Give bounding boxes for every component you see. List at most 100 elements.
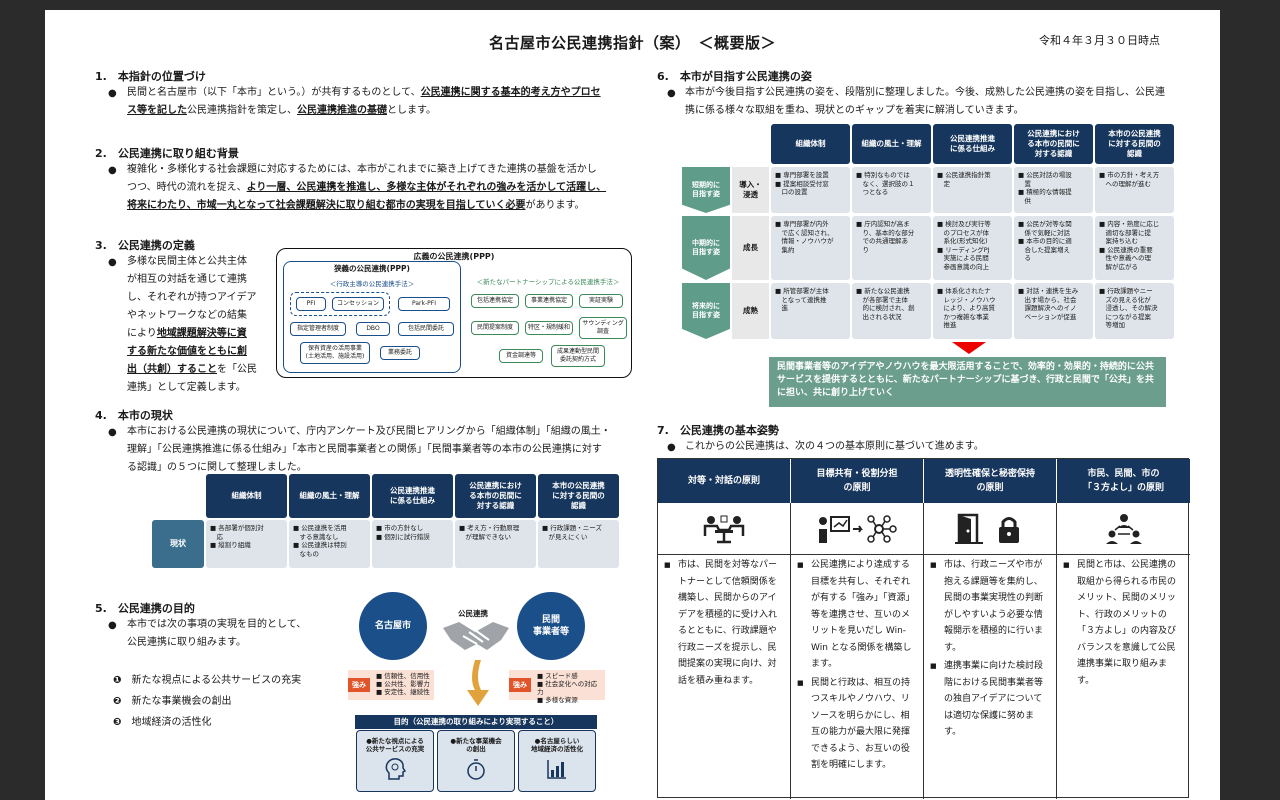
jisshou-pill: 実証実験 xyxy=(579,294,623,308)
vision-statement: 民間事業者等のアイデアやノウハウを最大限活用することで、効率的・効果的・持続的に… xyxy=(769,357,1166,407)
housetsu-pill: 包括民間委託 xyxy=(398,322,454,336)
section6-text: 本市が今後目指す公民連携の姿を、段階別に整理しました。今後、成熟した公民連携の姿… xyxy=(685,87,1165,116)
broad-ppp-title: 広義の公民連携(PPP) xyxy=(413,252,495,261)
vision-cell: ■ 市の方針・考え方 への理解が進む xyxy=(1095,167,1174,213)
hokatsu-pill: 包括連携協定 xyxy=(471,294,519,308)
principle-header: 対等・対話の原則 xyxy=(658,459,791,503)
bullet: ● xyxy=(108,620,117,631)
vision-cell: ■ 対話・連携を生み 出す場から、社会 課題解決へのイノ ベーションが促進 xyxy=(1014,283,1093,339)
park-pfi-pill: Park-PFI xyxy=(398,297,450,311)
stopwatch-icon xyxy=(467,759,485,780)
vision-cell: ■ 公民連携指針策 定 xyxy=(933,167,1012,213)
date-stamp: 令和４年３月３０日時点 xyxy=(1039,34,1160,47)
bullet: ● xyxy=(108,165,117,176)
principle-header: 市民、民間、市の 「３方よし」の原則 xyxy=(1057,459,1190,503)
section4-text: 本市における公民連携の現状について、庁内アンケート及び民間ヒアリングから「組織体… xyxy=(127,426,611,473)
shikin-pill: 資金調達等 xyxy=(499,349,543,363)
private-strength-box: ■ スピード感 ■ 社会変化への対応力 ■ 多様な資源 xyxy=(509,670,605,704)
goal-public-service: ●新たな視点による 公共サービスの充実 xyxy=(356,730,434,792)
vision-cell: ■ 庁内認知が高ま り、基本的な部分 での共通理解あ り xyxy=(852,216,931,280)
principle-body: 市は、民間を対等なパートナーとして信頼関係を構築し、民間からのアイデアを積極的に… xyxy=(658,555,791,799)
bullet: ● xyxy=(108,257,117,268)
down-arrow-icon xyxy=(467,660,489,706)
principle-icon-cell xyxy=(1057,503,1190,555)
status-column-header: 組織体制 xyxy=(206,474,287,518)
teian-pill: 民間提案制度 xyxy=(471,321,519,335)
vision-cell: ■ 公民が対等な関 係で気軽に対話 ■ 本市の目的に適 合した提案増え る xyxy=(1014,216,1093,280)
purpose-list: ❶ 新たな視点による公共サービスの充実 ❷ 新たな事業機会の創出 ❸ 地域経済の… xyxy=(113,675,302,728)
status-column-header: 本市の公民連携 に対する民間の 認識 xyxy=(538,474,619,518)
principle-item: 民間と市は、公民連携の取組から得られる市民のメリット、民間のメリット、行政のメリ… xyxy=(1063,557,1184,689)
status-cell: ■ 公民連携を活用 する意識なし ■ 公民連携は特別 なもの xyxy=(289,520,370,568)
goal-business-opportunity: ●新たな事業機会 の創出 xyxy=(437,730,515,792)
term-chevron: 将来的に 目指す姿 xyxy=(682,283,730,339)
dbo-pill: DBO xyxy=(356,322,390,336)
bullet: ● xyxy=(108,427,117,438)
nagoya-city-circle: 名古屋市 xyxy=(359,592,427,660)
three-people-icon xyxy=(1105,513,1142,544)
stage-label: 導入・ 浸透 xyxy=(732,167,769,213)
bar-chart-icon xyxy=(547,760,566,779)
principle-body: 市は、行政ニーズや市が抱える課題等を集約し、民間の事業実現性の判断がしやすいよう… xyxy=(924,555,1057,799)
page-title: 名古屋市公民連携指針（案） ＜概要版＞ xyxy=(488,34,776,52)
status-cell: ■ 各部署が個別対 応 ■ 縦割り組織 xyxy=(206,520,287,568)
principle-body: 公民連携により達成する目標を共有し、それぞれが有する「強み」「資源」等を連携させ… xyxy=(791,555,924,799)
principle-icon-cell xyxy=(791,503,924,555)
asset-use-pill: 保有資産の活用事業 (土地活用、施設活用) xyxy=(300,342,370,364)
city-strength-label: 強み xyxy=(348,678,370,692)
section4-heading: 4. 本市の現状 xyxy=(95,409,173,422)
vision-cell: ■ 新たな公民連携 が各部署で主体 的に検討され、創 出される状況 xyxy=(852,283,931,339)
seika-pill: 成果連動型民間 委託契約方式 xyxy=(551,345,605,367)
bullet: ● xyxy=(108,88,117,99)
section3-heading: 3. 公民連携の定義 xyxy=(95,239,195,252)
principle-header: 目標共有・役割分担 の原則 xyxy=(791,459,924,503)
status-column-header: 公民連携におけ る本市の民間に 対する認識 xyxy=(455,474,536,518)
private-business-circle: 民間 事業者等 xyxy=(517,592,585,660)
section5-text: 本市では次の事項の実現を目的として、公民連携に取り組みます。 xyxy=(127,619,307,648)
narrow-ppp-title: 狭義の公民連携(PPP) xyxy=(334,264,410,273)
bullet: ● xyxy=(667,442,676,453)
principle-icon-cell xyxy=(924,503,1057,555)
status-cell: ■ 市の方針なし ■ 個別に試行錯誤 xyxy=(372,520,453,568)
handshake-icon xyxy=(443,622,509,650)
gyomu-pill: 業務委託 xyxy=(380,346,420,360)
vision-cell: ■ 行政課題やニー ズの見える化が 浸透し、その解決 につながる提案 等増加 xyxy=(1095,283,1174,339)
principles-table: 対等・対話の原則 目標共有・役割分担 の原則 透明性確保と秘密保持 の原則 市民… xyxy=(657,458,1190,799)
goal-local-economy: ●名古屋らしい 地域経済の活性化 xyxy=(518,730,596,792)
vision-column-header: 公民連携推進 に係る仕組み xyxy=(933,124,1012,164)
partner-method-label: ＜新たなパートナーシップによる公民連携手法＞ xyxy=(476,278,620,286)
purpose-bar: 目的（公民連携の取り組みにより実現すること） xyxy=(355,715,597,729)
status-column-header: 組織の風土・理解 xyxy=(289,474,370,518)
vision-column-header: 本市の公民連携 に対する民間の 認識 xyxy=(1095,124,1174,164)
vision-column-header: 公民連携におけ る本市の民間に 対する認識 xyxy=(1014,124,1093,164)
ppp-definition-diagram: 広義の公民連携(PPP) 狭義の公民連携(PPP) ＜行政主導の公民連携手法＞ … xyxy=(276,248,632,378)
head-idea-icon xyxy=(385,758,407,780)
vision-cell: ■ 所管部署が主体 となって連携推 進 xyxy=(771,283,850,339)
vision-cell: ■ 体系化されたナ レッジ・ノウハウ により、より高質 かつ複雑な事業 推進 xyxy=(933,283,1012,339)
term-chevron: 中期的に 目指す姿 xyxy=(682,216,730,280)
jigyo-pill: 事業連携協定 xyxy=(525,294,573,308)
vision-cell: ■ 専門部署が内外 で広く認知され、 情報・ノウハウが 集約 xyxy=(771,216,850,280)
section2-text: 複雑化・多様化する社会課題に対応するためには、本市がこれまでに築き上げてきた連携… xyxy=(127,164,607,211)
door-lock-icon xyxy=(955,513,1019,544)
stage-label: 成長 xyxy=(732,216,769,280)
meeting-icon xyxy=(703,515,745,543)
sounding-pill: サウンディング 調査 xyxy=(579,317,627,339)
principle-item: 連携事業に向けた検討段階における民間事業者等の独自アイデアについては適切な保護に… xyxy=(930,658,1050,741)
status-row-label: 現状 xyxy=(152,520,204,568)
status-cell: ■ 行政課題・ニーズ が見えにくい xyxy=(538,520,619,568)
principle-icon-cell xyxy=(658,503,791,555)
document-page: 名古屋市公民連携指針（案） ＜概要版＞ 令和４年３月３０日時点 1. 本指針の位… xyxy=(45,10,1220,800)
section6-heading: 6. 本市が目指す公民連携の姿 xyxy=(657,70,812,83)
stage-label: 成熟 xyxy=(732,283,769,339)
status-column-header: 公民連携推進 に係る仕組み xyxy=(372,474,453,518)
principle-item: 市は、行政ニーズや市が抱える課題等を集約し、民間の事業実現性の判断がしやすいよう… xyxy=(930,557,1050,656)
shitei-pill: 指定管理者制度 xyxy=(290,322,346,336)
vision-cell: ■ 公民対話の場設 置 ■ 積極的な情報提 供 xyxy=(1014,167,1093,213)
term-chevron: 短期的に 目指す姿 xyxy=(682,167,730,213)
tokku-pill: 特区・規制緩和 xyxy=(525,321,573,335)
section1-heading: 1. 本指針の位置づけ xyxy=(95,70,206,83)
principle-item: 民間と行政は、相互の持つスキルやノウハウ、リソースを明らかにし、相互の能力が最大… xyxy=(797,675,917,774)
concession-pill: コンセッション xyxy=(332,297,384,311)
pfi-group xyxy=(290,292,390,316)
